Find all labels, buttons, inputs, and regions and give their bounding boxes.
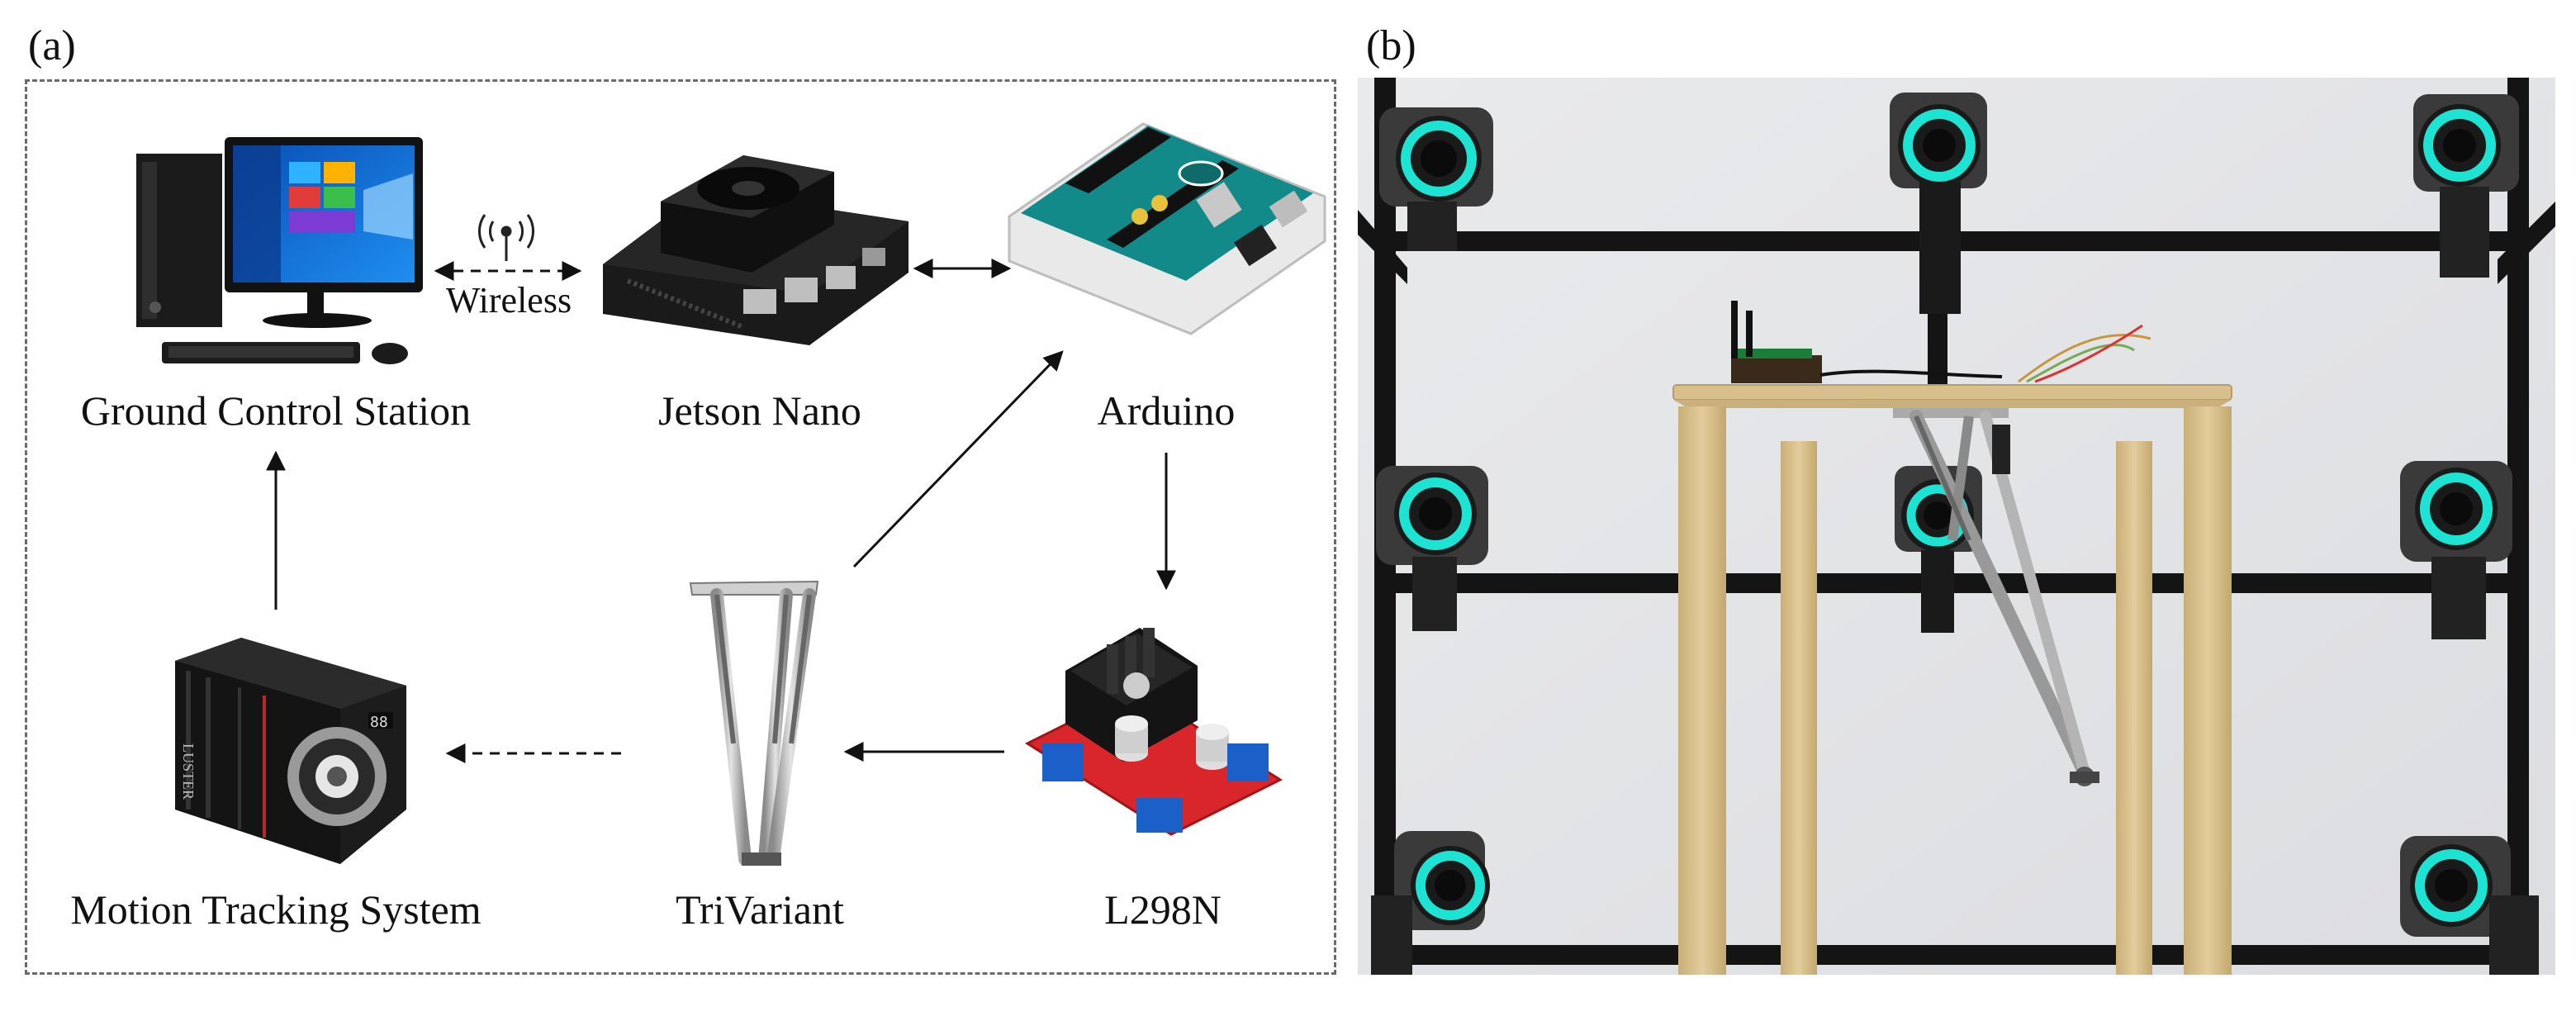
- motion-camera-mid-right: [2400, 461, 2512, 639]
- motion-tracking-camera-icon: [175, 638, 406, 864]
- label-ground-control-station: Ground Control Station: [80, 387, 472, 434]
- camera-brand-text: LUSTER: [180, 743, 197, 800]
- panel-label-a: (a): [28, 22, 76, 69]
- arduino-icon: [1008, 122, 1326, 335]
- label-l298n: L298N: [1104, 886, 1222, 933]
- motion-camera-bottom-left: [1371, 831, 1490, 975]
- panel-label-b: (b): [1366, 22, 1416, 69]
- diagram-frame: [25, 79, 1336, 975]
- motion-camera-top-left: [1379, 107, 1493, 251]
- electronics-on-table: [1731, 301, 2151, 383]
- motion-camera-mid-left: [1376, 466, 1488, 631]
- wireless-label: Wireless: [445, 280, 572, 321]
- wireless-antenna-icon: [478, 214, 534, 261]
- jetson-nano-icon: [603, 155, 908, 345]
- motion-camera-top-right: [2413, 94, 2519, 278]
- trivariant-robot: [1893, 408, 2099, 786]
- motion-camera-bottom-right: [2400, 836, 2539, 975]
- motion-camera-top-center: [1890, 93, 1987, 314]
- label-arduino: Arduino: [1097, 387, 1236, 434]
- camera-display-text: 88: [370, 714, 388, 731]
- label-jetson-nano: Jetson Nano: [658, 387, 861, 434]
- trivariant-icon: [689, 580, 819, 866]
- label-motion-tracking-system: Motion Tracking System: [70, 886, 482, 933]
- trivariant-arduino-arrow: [852, 350, 1064, 568]
- wooden-table: [1672, 384, 2232, 975]
- ground-control-station-icon: [136, 137, 423, 364]
- label-trivariant: TriVariant: [676, 886, 844, 933]
- l298n-icon: [1024, 628, 1283, 836]
- experiment-setup-photo: [1358, 78, 2555, 975]
